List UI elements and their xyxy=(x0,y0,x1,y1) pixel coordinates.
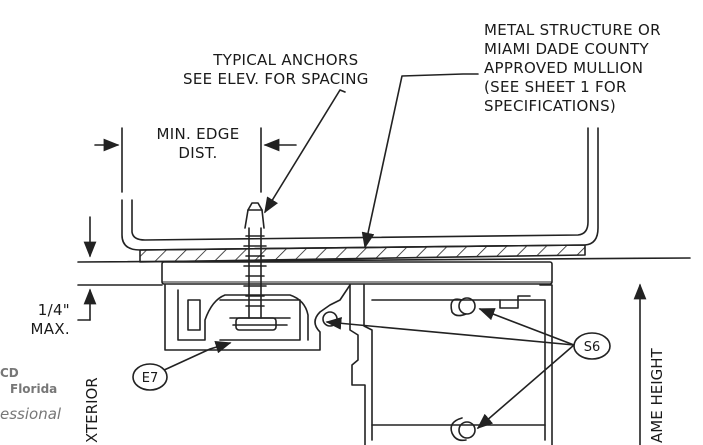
callout-e7-label: E7 xyxy=(142,371,159,386)
anchors-note-line1: TYPICAL ANCHORS xyxy=(213,51,359,69)
max-gap-line1: 1/4" xyxy=(37,301,70,319)
anchor-screw xyxy=(235,202,277,331)
frame-height-label: AME HEIGHT xyxy=(648,348,666,443)
frame-top xyxy=(77,257,691,286)
exterior-label: XTERIOR xyxy=(83,377,101,443)
max-gap-dimension xyxy=(77,216,97,321)
callout-s6: S6 xyxy=(573,332,611,360)
metal-note-line5: SPECIFICATIONS) xyxy=(484,97,617,115)
stamp-fragment-1: CD xyxy=(0,366,19,380)
edge-distance-note: MIN. EDGE DIST. xyxy=(148,125,248,163)
edge-distance-dimension xyxy=(94,127,297,193)
s6-leaders xyxy=(325,308,575,430)
anchors-note-line2: SEE ELEV. FOR SPACING xyxy=(183,70,369,88)
max-gap-line2: MAX. xyxy=(30,320,70,338)
metal-leader xyxy=(361,73,479,249)
metal-note-line3: APPROVED MULLION xyxy=(484,59,644,77)
edge-note-line2: DIST. xyxy=(178,144,218,162)
metal-note-line1: METAL STRUCTURE OR xyxy=(484,21,661,39)
max-gap-note: 1/4" MAX. xyxy=(30,301,70,339)
frame-extrusion-left xyxy=(164,284,351,351)
anchor-leader xyxy=(264,89,346,214)
anchors-note: TYPICAL ANCHORS SEE ELEV. FOR SPACING xyxy=(183,51,369,89)
callout-e7: E7 xyxy=(132,363,168,391)
frame-extrusion-right xyxy=(349,284,553,445)
metal-note-line2: MIAMI DADE COUNTY xyxy=(484,40,650,58)
stamp-fragment-3: essional xyxy=(0,405,62,423)
metal-note-line4: (SEE SHEET 1 FOR xyxy=(484,78,627,96)
e7-leader xyxy=(161,341,232,372)
metal-structure-note: METAL STRUCTURE OR MIAMI DADE COUNTY APP… xyxy=(484,21,661,116)
stamp-fragment-2: Florida xyxy=(10,382,58,396)
callout-s6-label: S6 xyxy=(584,340,601,355)
edge-note-line1: MIN. EDGE xyxy=(156,125,240,143)
